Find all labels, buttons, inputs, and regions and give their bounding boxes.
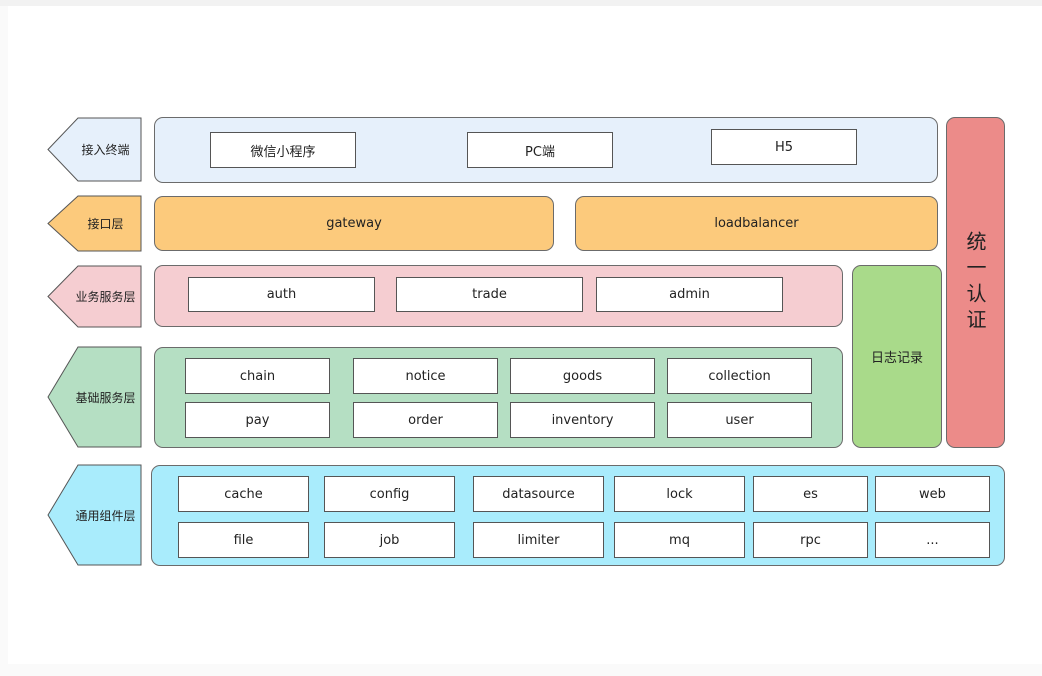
layer-label-text: 业务服务层 (75, 290, 136, 304)
left-edge (0, 6, 8, 676)
base-item: order (353, 402, 498, 438)
layer-label-common: 通用组件层 (47, 464, 142, 566)
layer-label-text: 通用组件层 (75, 508, 136, 523)
common-item: ... (875, 522, 990, 558)
terminal-item: 微信小程序 (210, 132, 356, 168)
base-item: chain (185, 358, 330, 394)
loadbalancer-box: loadbalancer (575, 196, 938, 251)
unified-auth-box: 统一认证 (946, 117, 1005, 448)
bottom-edge (0, 664, 1042, 676)
base-item: user (667, 402, 812, 438)
common-item: mq (614, 522, 745, 558)
base-item: goods (510, 358, 655, 394)
base-item: inventory (510, 402, 655, 438)
unified-auth-label: 统一认证 (963, 230, 987, 335)
common-item: cache (178, 476, 309, 512)
common-item: config (324, 476, 455, 512)
gateway-box: gateway (154, 196, 554, 251)
layer-label-base: 基础服务层 (47, 346, 142, 448)
layer-label-text: 接入终端 (81, 143, 130, 157)
base-item: collection (667, 358, 812, 394)
layer-label-business: 业务服务层 (47, 265, 142, 328)
layer-label-text: 基础服务层 (75, 390, 136, 405)
layer-label-interface: 接口层 (47, 195, 142, 252)
common-item: datasource (473, 476, 604, 512)
common-item: job (324, 522, 455, 558)
base-item: pay (185, 402, 330, 438)
layer-label-text: 接口层 (87, 217, 124, 231)
business-item: admin (596, 277, 783, 312)
terminal-item: H5 (711, 129, 857, 165)
business-item: trade (396, 277, 583, 312)
common-item: es (753, 476, 868, 512)
terminal-item: PC端 (467, 132, 613, 168)
layer-label-terminal: 接入终端 (47, 117, 142, 182)
common-item: file (178, 522, 309, 558)
common-item: web (875, 476, 990, 512)
common-item: lock (614, 476, 745, 512)
common-item: rpc (753, 522, 868, 558)
base-item: notice (353, 358, 498, 394)
top-bar (0, 0, 1042, 6)
business-item: auth (188, 277, 375, 312)
common-item: limiter (473, 522, 604, 558)
log-box: 日志记录 (852, 265, 942, 448)
